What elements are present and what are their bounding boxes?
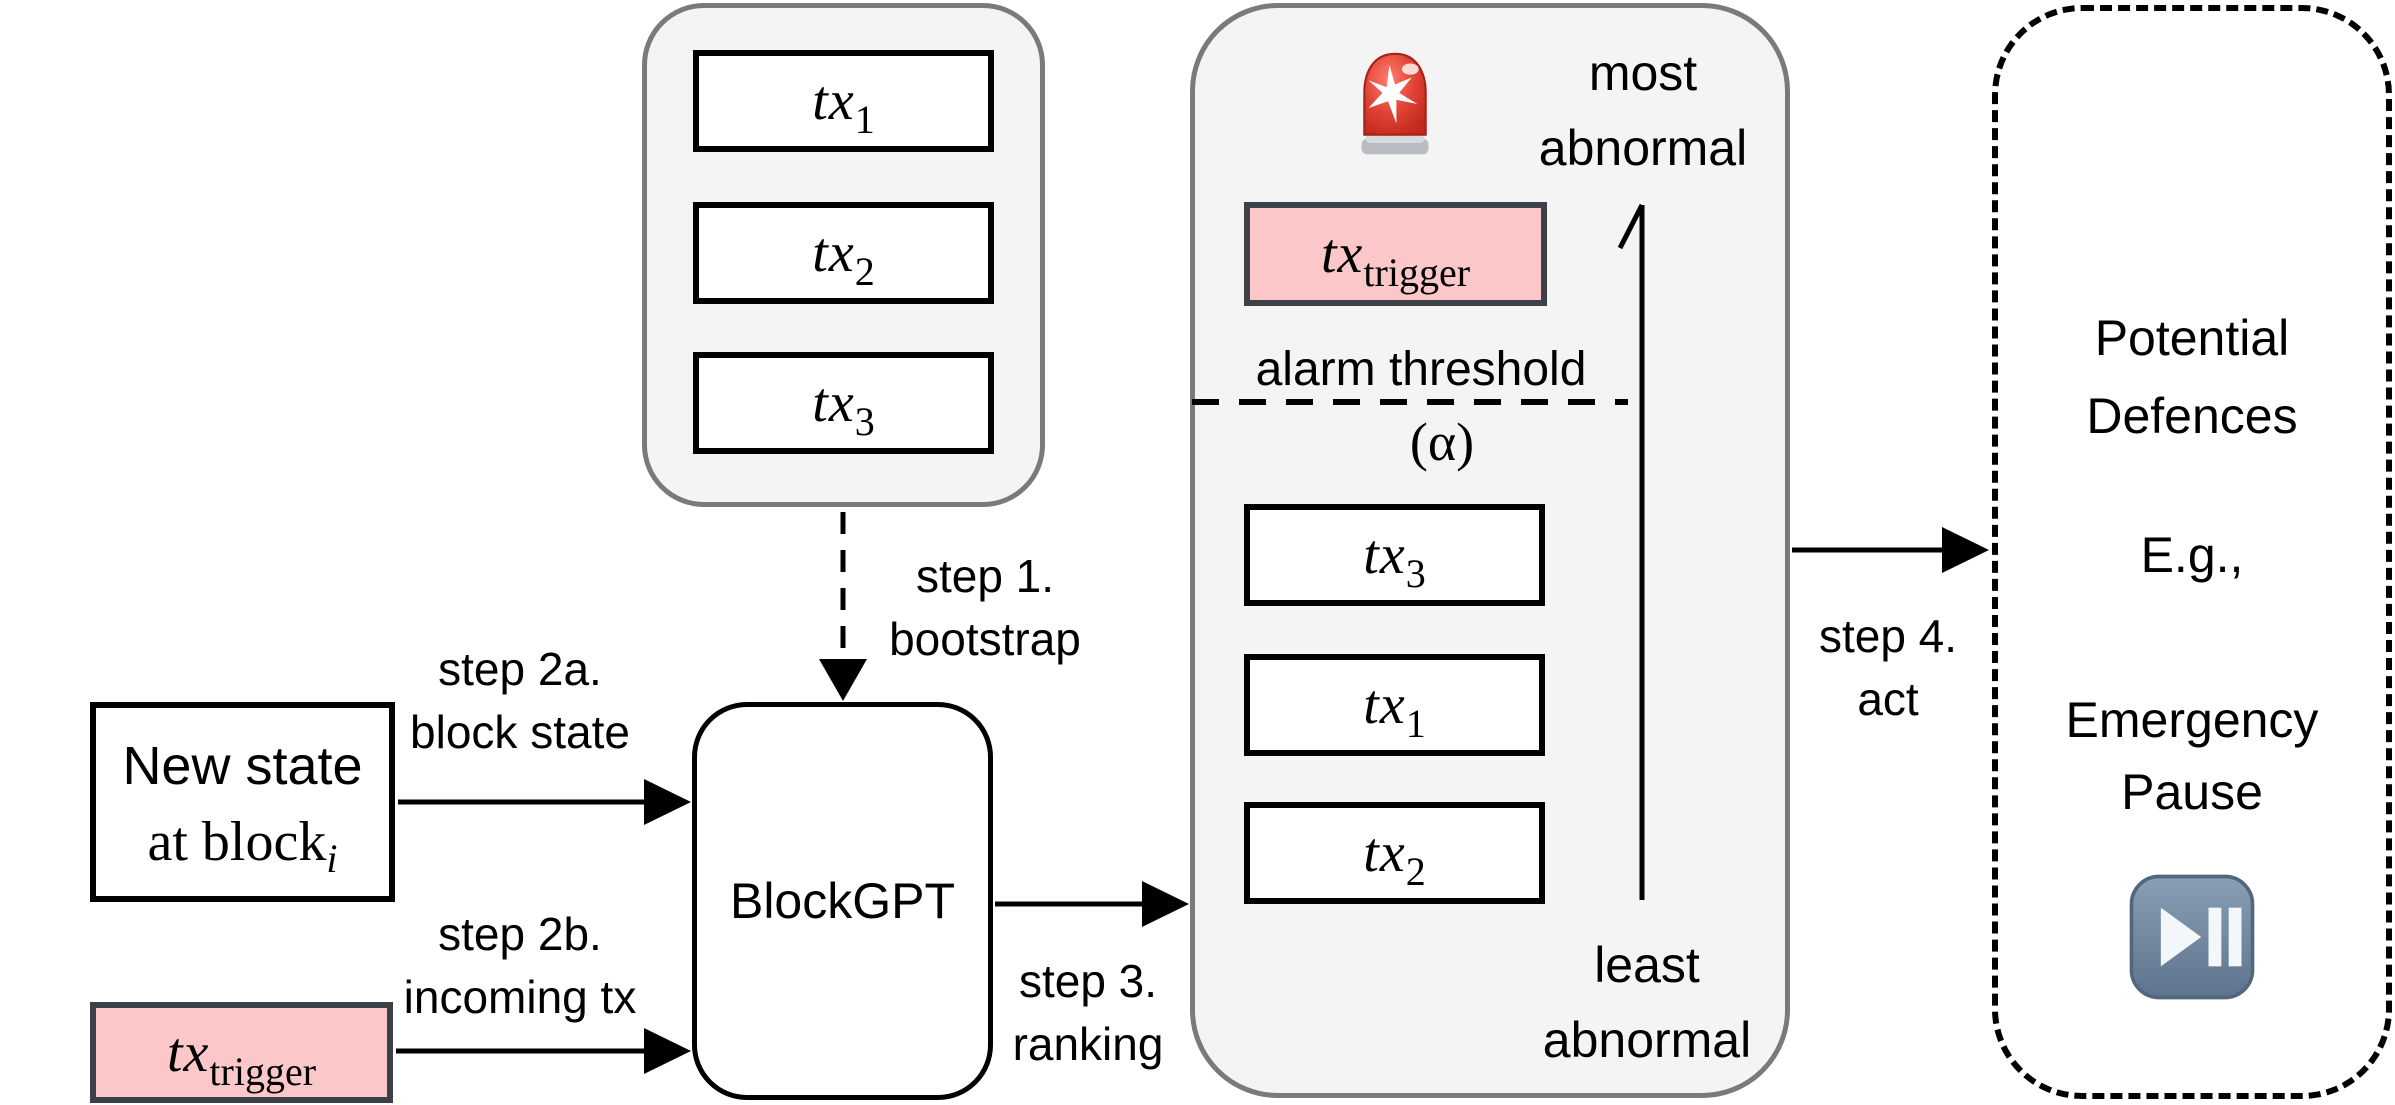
- tx1-label: tx1: [812, 70, 875, 142]
- ranked-tx1-label: tx1: [1363, 674, 1426, 746]
- step4-act-arrow: [1792, 527, 1989, 573]
- step3-label: step 3.ranking: [1012, 955, 1164, 1070]
- incoming-tx-trigger-label: txtrigger: [166, 1021, 317, 1094]
- alarm-threshold-label: alarm threshold: [1255, 343, 1587, 396]
- new-state-line2: at blocki: [147, 811, 338, 881]
- potential-defences-panel: Potential Defences E.g., Emergency Pause: [1992, 5, 2392, 1099]
- bootstrap-tx-box-2: tx2: [693, 202, 994, 304]
- blockgpt-node: BlockGPT: [692, 702, 993, 1100]
- tx2-label: tx2: [812, 222, 875, 294]
- defences-eg-label: E.g.,: [2140, 527, 2244, 583]
- new-state-line1: New state: [122, 736, 363, 796]
- most-abnormal-label: most abnormal: [1538, 45, 1748, 176]
- least-abnormal-label: least abnormal: [1542, 937, 1752, 1068]
- step2b-label: step 2b.incoming tx: [403, 908, 637, 1023]
- alpha-label: (α): [1409, 412, 1475, 472]
- ranked-tx2-label: tx2: [1363, 822, 1426, 894]
- ranked-tx-box-1: tx1: [1244, 654, 1545, 756]
- emergency-pause-label: Emergency Pause: [2065, 692, 2319, 820]
- tx3-label: tx3: [812, 372, 875, 444]
- bootstrap-tx-box-1: tx1: [693, 50, 994, 152]
- ranked-tx-box-3: tx3: [1244, 504, 1545, 606]
- tx-trigger-label: txtrigger: [1320, 223, 1471, 295]
- police-light-icon: [1353, 51, 1437, 157]
- ranked-tx-trigger-box: txtrigger: [1244, 202, 1547, 306]
- step2b-incoming-tx-arrow: [396, 1028, 691, 1074]
- ranking-panel: most abnormal txtrigger alarm threshold …: [1190, 3, 1790, 1098]
- bootstrap-tx-box-3: tx3: [693, 352, 994, 454]
- bootstrap-transactions-panel: tx1 tx2 tx3: [642, 3, 1045, 507]
- step1-label: step 1.bootstrap: [889, 550, 1081, 665]
- step2a-label: step 2a.block state: [410, 643, 630, 758]
- step4-label: step 4.act: [1818, 610, 1958, 725]
- defences-title: Potential Defences: [2086, 310, 2298, 444]
- step3-ranking-arrow: [995, 881, 1189, 927]
- play-pause-icon: [2126, 871, 2258, 1003]
- new-state-box: New state at blocki: [90, 702, 395, 902]
- step2a-block-state-arrow: [398, 779, 691, 825]
- ranked-tx3-label: tx3: [1363, 524, 1426, 596]
- ranked-tx-box-2: tx2: [1244, 802, 1545, 904]
- incoming-tx-trigger-box: txtrigger: [90, 1002, 393, 1103]
